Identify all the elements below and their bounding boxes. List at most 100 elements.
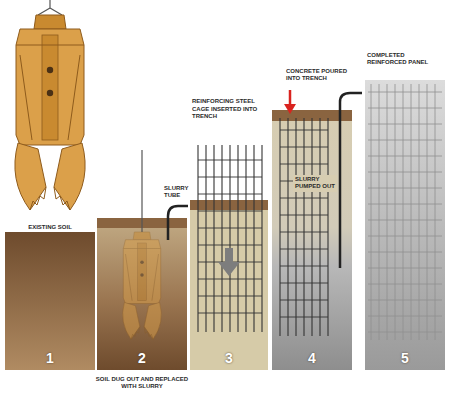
cage-ring — [198, 160, 262, 161]
cage-bar — [213, 145, 214, 332]
cage-bar — [221, 145, 222, 332]
cage-bar — [279, 118, 280, 336]
cage-ring — [280, 215, 328, 216]
pour-arrow — [289, 90, 292, 106]
clamshell-grab — [15, 15, 85, 210]
cage-bar — [245, 145, 246, 332]
grid-line — [395, 84, 396, 340]
cage-ring — [280, 283, 328, 284]
finished-panel — [365, 80, 445, 370]
cage-ring — [280, 232, 328, 233]
grid-line — [368, 140, 442, 141]
cage-bar — [237, 145, 238, 332]
steel-cage — [198, 145, 262, 332]
grid-line — [368, 268, 442, 269]
cage-ring — [198, 279, 262, 280]
panel-column: 3 — [190, 200, 268, 370]
label-holder: EXISTING SOIL — [8, 215, 92, 233]
panel-grid — [368, 84, 442, 340]
label-holder: SLURRY TUBE — [164, 183, 200, 201]
panel-column: 4 — [272, 110, 352, 370]
label-holder: CONCRETE POURED INTO TRENCH — [286, 66, 350, 84]
grid-line — [435, 84, 436, 340]
slurry-trench — [97, 218, 187, 370]
cage-ring — [198, 177, 262, 178]
grid-line — [368, 172, 442, 173]
cage-bar — [287, 118, 288, 336]
cage-ring — [280, 130, 328, 131]
grid-line — [379, 84, 380, 340]
step-label: SOIL DUG OUT AND REPLACED WITH SLURRY — [95, 376, 189, 391]
step-label: COMPLETED REINFORCED PANEL — [367, 52, 445, 67]
grid-line — [368, 188, 442, 189]
step-number: 3 — [225, 351, 233, 366]
cage-bar — [253, 145, 254, 332]
cage-ring — [280, 300, 328, 301]
slurry-tube — [340, 93, 362, 268]
grid-line — [368, 252, 442, 253]
cage-ring — [280, 147, 328, 148]
grid-line — [387, 84, 388, 340]
cage-ring — [198, 211, 262, 212]
grid-line — [371, 84, 372, 340]
grid-line — [368, 92, 442, 93]
cage-bar — [261, 145, 262, 332]
cage-ring — [280, 164, 328, 165]
cage-bar — [319, 118, 320, 336]
grid-line — [368, 124, 442, 125]
down-arrow — [218, 248, 240, 276]
panel-column: 5 — [365, 80, 445, 370]
step-number: 5 — [401, 351, 409, 366]
clamshell-grab — [123, 232, 162, 339]
soil-column — [5, 232, 95, 370]
cage-ring — [198, 228, 262, 229]
crane-cable — [141, 150, 142, 232]
step-number: 4 — [308, 351, 316, 366]
grid-line — [368, 284, 442, 285]
cage-bar — [311, 118, 312, 336]
grid-line — [427, 84, 428, 340]
grid-line — [419, 84, 420, 340]
crane-cable — [38, 0, 62, 15]
grid-line — [368, 156, 442, 157]
cage-ring — [280, 249, 328, 250]
slurry-tube — [168, 206, 188, 240]
grid-line — [368, 316, 442, 317]
grid-line — [403, 84, 404, 340]
cage-ring — [198, 194, 262, 195]
label-holder: COMPLETED REINFORCED PANEL — [367, 50, 445, 68]
grid-line — [368, 204, 442, 205]
label-holder: SLURRY PUMPED OUT — [293, 174, 337, 192]
grid-line — [368, 332, 442, 333]
cage-bar — [205, 145, 206, 332]
step-number: 2 — [138, 351, 146, 366]
cage-bar — [229, 145, 230, 332]
step-number: 1 — [46, 351, 54, 366]
grid-line — [411, 84, 412, 340]
panel-column: 1 — [5, 232, 95, 370]
step-label: SLURRY PUMPED OUT — [293, 175, 337, 192]
grid-line — [368, 108, 442, 109]
label-holder: REINFORCING STEEL CAGE INSERTED INTO TRE… — [192, 98, 266, 122]
panel-column: 2 — [97, 218, 187, 370]
cage-ring — [198, 296, 262, 297]
cage-bar — [197, 145, 198, 332]
grid-line — [368, 300, 442, 301]
trench — [190, 200, 268, 370]
step-label: REINFORCING STEEL CAGE INSERTED INTO TRE… — [192, 98, 266, 121]
cage-ring — [280, 317, 328, 318]
cage-bar — [303, 118, 304, 336]
grid-line — [368, 220, 442, 221]
cage-bar — [327, 118, 328, 336]
grid-line — [368, 236, 442, 237]
step-label: CONCRETE POURED INTO TRENCH — [286, 68, 350, 83]
steel-cage — [280, 118, 328, 336]
cage-ring — [280, 198, 328, 199]
cage-bar — [295, 118, 296, 336]
cage-ring — [198, 313, 262, 314]
pour-arrow-head — [284, 104, 296, 114]
cage-ring — [198, 245, 262, 246]
trench-collar — [190, 200, 268, 210]
